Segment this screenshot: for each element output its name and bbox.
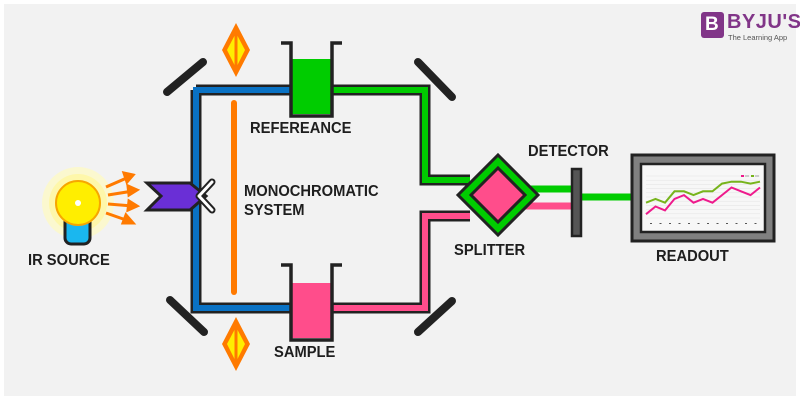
readout-x-tick [678,223,681,224]
ir-rays-icon [105,170,141,225]
readout-series-sample [645,186,761,215]
sample-label: SAMPLE [274,344,336,361]
readout-chart-grid [646,175,760,224]
mirror-bottom-left [166,296,208,336]
reference-label: REFEREANCE [250,120,352,137]
mirror-top-right [414,58,456,101]
splitter-label: SPLITTER [454,242,526,259]
sample-beam-path [330,202,575,314]
readout-monitor [630,153,776,243]
readout-legend [741,175,759,177]
mirror-bottom-right [414,297,456,336]
readout-x-tick [659,223,662,224]
monochromatic-label-line2: SYSTEM [244,202,305,219]
logo-mark-icon: B [701,12,724,38]
readout-x-tick [650,223,652,224]
ir-source-label: IR SOURCE [28,252,110,269]
readout-x-tick [735,223,738,224]
monochromatic-label-line1: MONOCHROMATIC [244,183,379,200]
logo-letter: B [705,14,719,35]
readout-x-tick [688,223,690,224]
byjus-logo: B BYJU'S The Learning App [701,10,800,50]
readout-x-tick [697,223,700,224]
readout-series-reference [645,180,761,204]
readout-label: READOUT [656,248,729,265]
beam-splitter [455,152,541,238]
ir-source-bulb [42,167,114,246]
readout-x-tick [726,223,728,224]
readout-chart [645,180,761,215]
monochromatic-system-label: MONOCHROMATIC SYSTEM [244,182,379,220]
detector-plate [570,167,583,238]
detector-label: DETECTOR [528,143,609,160]
mirror-top-left [163,58,207,96]
chopper-bottom [222,317,250,371]
sector-mirror [143,178,216,214]
readout-x-tick [754,223,757,224]
chopper-top [222,23,250,77]
reference-cuvette [281,41,342,118]
readout-x-tick [669,223,671,224]
readout-x-tick [707,223,709,224]
sample-cuvette [281,263,342,342]
logo-brand-name: BYJU'S [727,11,800,33]
readout-x-tick [716,223,719,224]
readout-x-tick [745,223,747,224]
logo-tagline: The Learning App [728,33,788,42]
